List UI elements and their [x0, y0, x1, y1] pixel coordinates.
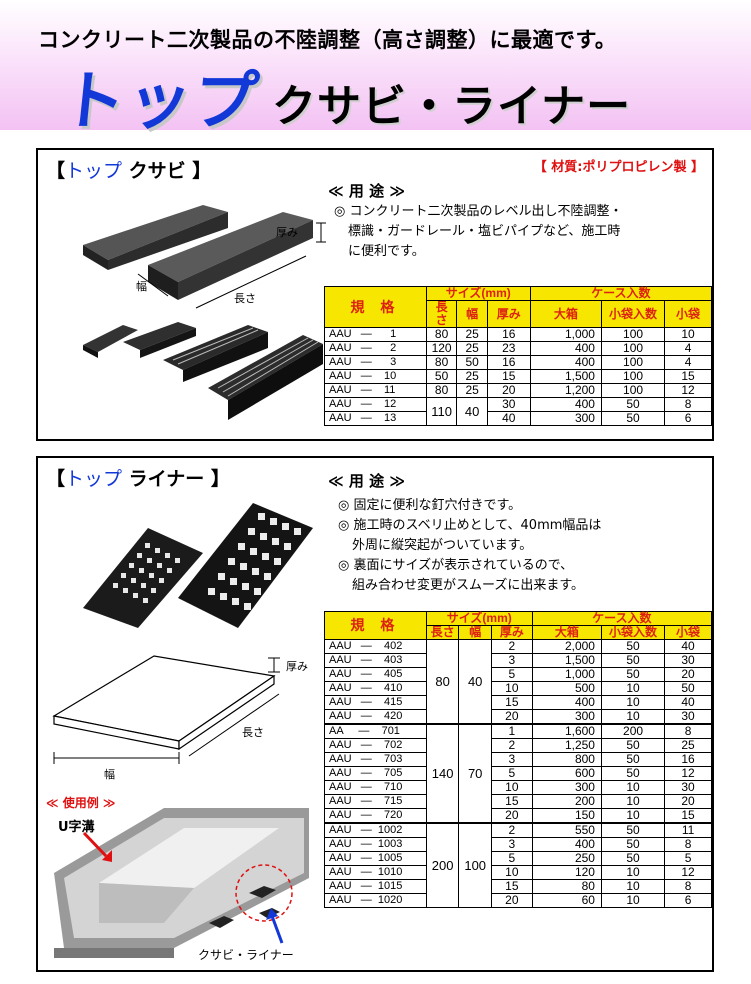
page-header: コンクリート二次製品の不陸調整（高さ調整）に最適です。 トップ クサビ・ライナー: [0, 0, 751, 139]
liner-thickness-label: 厚み: [286, 660, 308, 673]
case-header: ケース入数: [531, 611, 713, 626]
large-box-header: 大箱: [531, 625, 602, 640]
liner-width-label: 幅: [104, 768, 115, 781]
wedge-variety-illustration: [83, 322, 323, 420]
spec-header: 規 格: [324, 611, 427, 640]
large-box-header: 大箱: [529, 300, 602, 328]
kusabi-title: 【トップ クサビ 】: [46, 160, 212, 182]
liner-title: 【トップ ライナー 】: [46, 468, 230, 490]
width-header: 幅: [458, 625, 492, 640]
size-header: サイズ(mm): [425, 286, 531, 301]
small-bag-header: 小袋: [664, 625, 712, 640]
thickness-header: 厚み: [490, 625, 533, 640]
small-count-header: 小袋入数: [600, 300, 666, 328]
case-header: ケース入数: [529, 286, 713, 301]
kusabi-usage-heading: ≪ 用 途 ≫: [328, 182, 406, 200]
length-label: 長さ: [234, 292, 256, 305]
u-ditch-illustration: [54, 808, 309, 958]
usecase-heading: ≪ 使用例 ≫: [46, 796, 116, 810]
kusabi-panel: 【トップ クサビ 】 【 材質:ポリプロピレン製 】 厚み 幅 長さ: [36, 148, 714, 441]
liner-usage-heading: ≪ 用 途 ≫: [328, 472, 406, 490]
liner-panel: 【トップ ライナー 】 厚み 長: [36, 456, 714, 972]
thickness-header: 厚み: [486, 300, 531, 328]
liner-plates-illustration: [83, 503, 313, 628]
kusabi-usage-text: ◎ コンクリート二次製品のレベル出し不陸調整・ 標識・ガードレール・塩ビパイプな…: [334, 204, 623, 259]
liner-usage-text: ◎ 固定に便利な釘穴付きです。 ◎ 施工時のスベリ止めとして、40mm幅品は 外…: [338, 498, 602, 593]
spec-header: 規 格: [324, 286, 427, 328]
liner-dimension-diagram: [52, 655, 280, 764]
kusabi-spec-table: 規 格 サイズ(mm) ケース入数 長さ 幅 厚み 大箱 小袋入数 小袋 AAU…: [324, 286, 713, 426]
product-title: クサビ・ライナー: [272, 81, 632, 132]
liner-callout-label: クサビ・ライナー: [198, 948, 294, 962]
liner-spec-table: 規 格 サイズ(mm) ケース入数 長さ 幅 厚み 大箱 小袋入数 小袋 AAU…: [324, 611, 713, 908]
brand-title: トップ: [57, 65, 264, 139]
width-label: 幅: [136, 280, 147, 293]
material-note: 【 材質:ポリプロピレン製 】: [533, 160, 704, 175]
size-header: サイズ(mm): [425, 611, 533, 626]
u-ditch-label: U字溝: [58, 820, 95, 835]
liner-length-label: 長さ: [242, 726, 264, 739]
wedge-illustration: [83, 205, 326, 309]
length-header: 長さ: [425, 625, 460, 640]
small-count-header: 小袋入数: [600, 625, 666, 640]
length-header: 長さ: [425, 300, 458, 328]
small-bag-header: 小袋: [664, 300, 712, 328]
page-subtitle: コンクリート二次製品の不陸調整（高さ調整）に最適です。: [38, 28, 617, 52]
width-header: 幅: [456, 300, 488, 328]
thickness-label: 厚み: [276, 226, 298, 239]
